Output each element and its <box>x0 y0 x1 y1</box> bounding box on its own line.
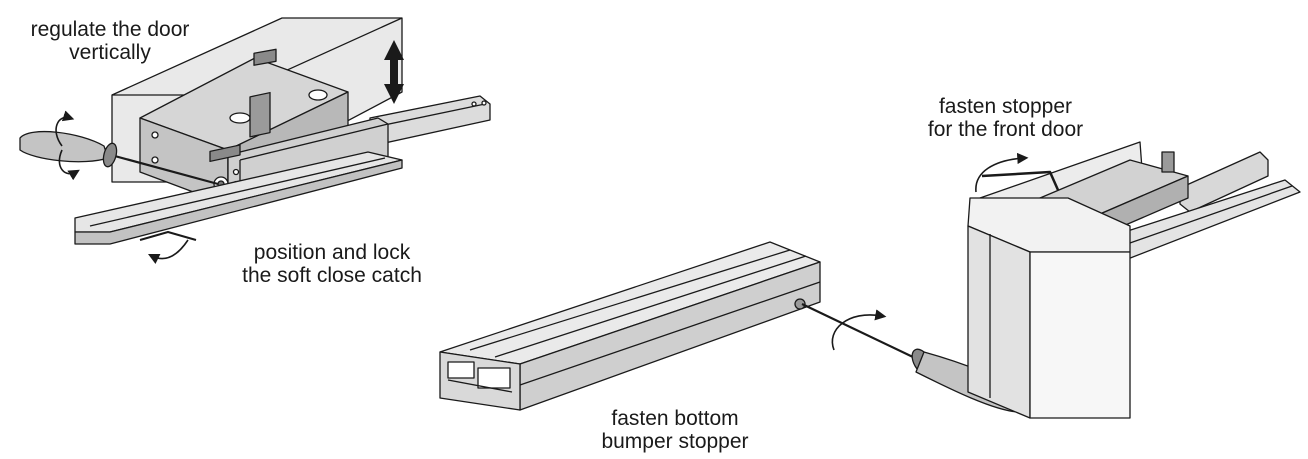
caption-line: bumper stopper <box>601 430 749 453</box>
caption-front-stopper: fasten stopper for the front door <box>893 95 1118 141</box>
vertical-double-arrow-icon <box>384 40 404 104</box>
caption-bumper-stopper: fasten bottom bumper stopper <box>585 407 765 453</box>
allen-key-icon <box>139 231 197 241</box>
screwdriver-icon <box>19 130 219 186</box>
caption-line: position and lock <box>253 241 411 264</box>
right-door-assembly <box>967 141 1301 419</box>
rotation-arrow-icon <box>55 110 75 147</box>
caption-line: the soft close catch <box>242 264 422 287</box>
caption-line: fasten stopper <box>938 95 1073 118</box>
front-door-face <box>967 225 1031 419</box>
caption-line: fasten bottom <box>611 407 739 430</box>
allen-key-icon <box>981 170 1060 191</box>
rotation-arrow-icon <box>831 309 887 351</box>
upper-rail <box>1179 151 1269 213</box>
caption-line: regulate the door <box>30 18 190 41</box>
caption-regulate-door: regulate the door vertically <box>2 18 218 64</box>
bumper-rail-assembly <box>439 241 1027 413</box>
rotation-arrow-icon <box>975 152 1029 193</box>
left-door-assembly <box>19 17 491 265</box>
caption-line: for the front door <box>927 118 1084 141</box>
caption-soft-close: position and lock the soft close catch <box>212 241 452 287</box>
caption-line: vertically <box>69 41 151 64</box>
